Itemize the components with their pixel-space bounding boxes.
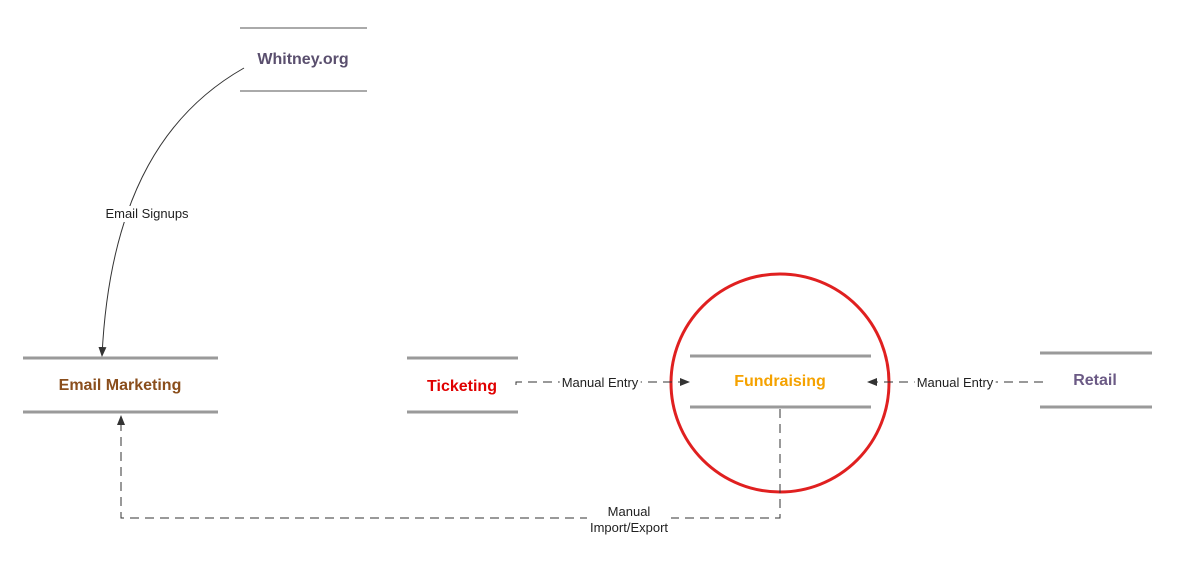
node-ticketing-label: Ticketing: [427, 378, 497, 395]
store-fundraising: [690, 354, 871, 409]
node-fundraising-label: Fundraising: [734, 373, 826, 390]
edge-label-retail-manual-entry: Manual Entry: [914, 375, 996, 391]
edge-label-import-line1: Manual: [607, 504, 651, 519]
edge-label-ticketing-manual-entry: Manual Entry: [559, 375, 641, 391]
store-whitney: [240, 27, 367, 92]
edge-ticketing-to-fundraising: [515, 378, 690, 386]
edge-label-import-line2: Import/Export: [589, 520, 669, 535]
edge-label-email-signups: Email Signups: [105, 206, 189, 222]
node-email-marketing-label: Email Marketing: [58, 377, 182, 394]
edge-label-manual-import-export: Manual Import/Export: [586, 504, 672, 536]
store-retail: [1040, 351, 1152, 409]
edge-fundraising-to-email: [117, 409, 781, 519]
store-email-marketing: [23, 356, 218, 414]
edge-email-signups: [98, 67, 245, 357]
store-ticketing: [407, 356, 518, 414]
node-retail-label: Retail: [1073, 372, 1117, 389]
node-whitney-label: Whitney.org: [257, 51, 349, 68]
